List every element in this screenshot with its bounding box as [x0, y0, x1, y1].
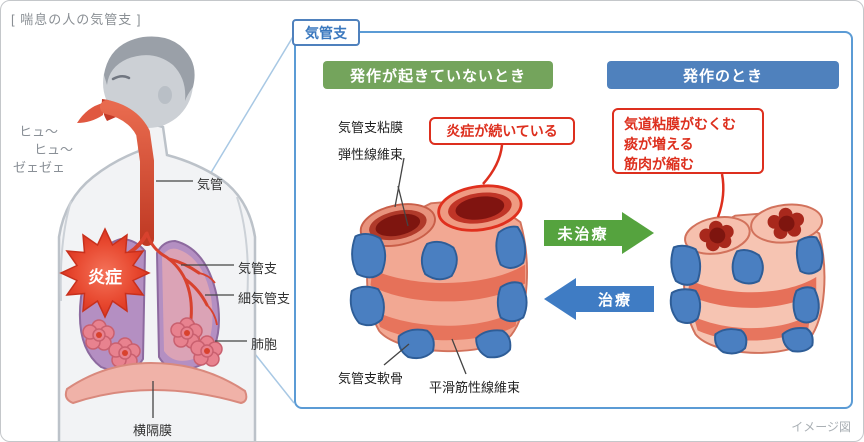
- figure-label-lines: [152, 180, 247, 418]
- page-title: [ 喘息の人の気管支 ]: [11, 12, 142, 27]
- label-inflammation: 炎症: [88, 268, 122, 287]
- label-trachea: 気管: [197, 177, 224, 192]
- callout-attack-line-2: 痰が増える: [624, 135, 694, 152]
- arrow-treated: 治療: [544, 278, 654, 320]
- callout-attack-changes: 気道粘膜がむくむ 痰が増える 筋肉が縮む: [612, 108, 764, 174]
- wheeze-text-2: ヒュ〜: [34, 142, 74, 157]
- arrow-untreated-label: 未治療: [544, 220, 622, 246]
- label-bronchial-mucosa: 気管支粘膜: [338, 120, 404, 135]
- wheeze-text-3: ゼェゼェ: [13, 160, 66, 175]
- asthma-person-illustration: [57, 34, 294, 441]
- label-elastic-fiber: 弾性線維束: [338, 147, 404, 162]
- panel-tag-bronchus: 気管支: [292, 19, 360, 46]
- arrow-right-icon: [622, 212, 654, 254]
- label-smooth-muscle-fiber: 平滑筋性線維束: [429, 380, 521, 395]
- label-alveoli: 肺胞: [251, 337, 278, 352]
- label-bronchiole: 細気管支: [238, 291, 291, 306]
- arrow-untreated: 未治療: [544, 212, 654, 254]
- bronchus-attack-illustration: [669, 203, 826, 355]
- arrow-treated-label: 治療: [576, 286, 654, 312]
- callout-attack-line-3: 筋肉が縮む: [624, 155, 694, 172]
- header-attack: 発作のとき: [607, 61, 839, 89]
- callout-attack-line-1: 気道粘膜がむくむ: [624, 116, 736, 132]
- watermark-note: イメージ図: [791, 420, 851, 434]
- label-bronchial-cartilage: 気管支軟骨: [338, 371, 404, 386]
- bronchus-normal-illustration: [349, 184, 528, 360]
- wheeze-text-1: ヒュ〜: [19, 124, 59, 139]
- header-no-attack: 発作が起きていないとき: [323, 61, 553, 89]
- label-diaphragm: 横隔膜: [133, 423, 173, 438]
- label-bronchus: 気管支: [238, 261, 278, 276]
- arrow-left-icon: [544, 278, 576, 320]
- callout-inflammation-continues: 炎症が続いている: [429, 117, 575, 145]
- inflammation-starburst: [59, 227, 151, 319]
